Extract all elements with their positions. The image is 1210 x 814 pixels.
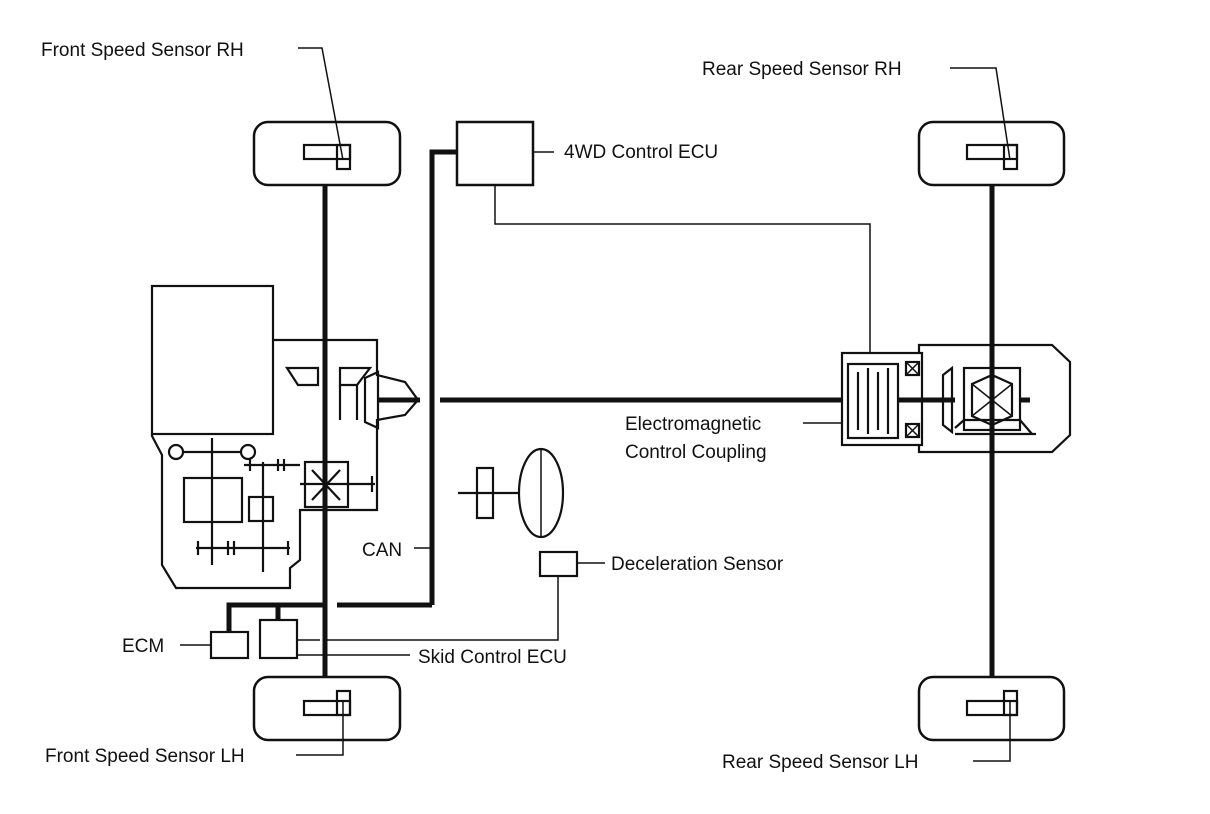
front-wheel-lh bbox=[252, 675, 402, 742]
rear-wheel-lh bbox=[917, 675, 1066, 742]
label-can: CAN bbox=[362, 540, 402, 561]
rear-differential bbox=[840, 343, 1072, 454]
label-4wd-control-ecu: 4WD Control ECU bbox=[564, 142, 718, 163]
label-ecm: ECM bbox=[122, 636, 164, 657]
engine-transaxle bbox=[150, 284, 420, 590]
leader-lines bbox=[296, 47, 1011, 762]
label-skid-control-ecu: Skid Control ECU bbox=[418, 647, 567, 668]
label-electromagnetic: Electromagnetic bbox=[625, 414, 761, 435]
label-rear-speed-sensor-rh: Rear Speed Sensor RH bbox=[702, 59, 902, 80]
fourwd-control-ecu bbox=[429, 120, 871, 605]
skid-control-ecu-box bbox=[258, 618, 410, 660]
rear-wheel-rh bbox=[917, 120, 1066, 187]
can-bus bbox=[226, 547, 432, 632]
deceleration-sensor bbox=[325, 447, 605, 641]
label-front-speed-sensor-lh: Front Speed Sensor LH bbox=[45, 746, 245, 767]
label-front-speed-sensor-rh: Front Speed Sensor RH bbox=[41, 40, 244, 61]
label-rear-speed-sensor-lh: Rear Speed Sensor LH bbox=[722, 752, 918, 773]
front-wheel-rh bbox=[252, 120, 402, 187]
label-deceleration-sensor: Deceleration Sensor bbox=[611, 554, 784, 575]
label-control-coupling: Control Coupling bbox=[625, 442, 767, 463]
ecm-box bbox=[180, 630, 250, 660]
